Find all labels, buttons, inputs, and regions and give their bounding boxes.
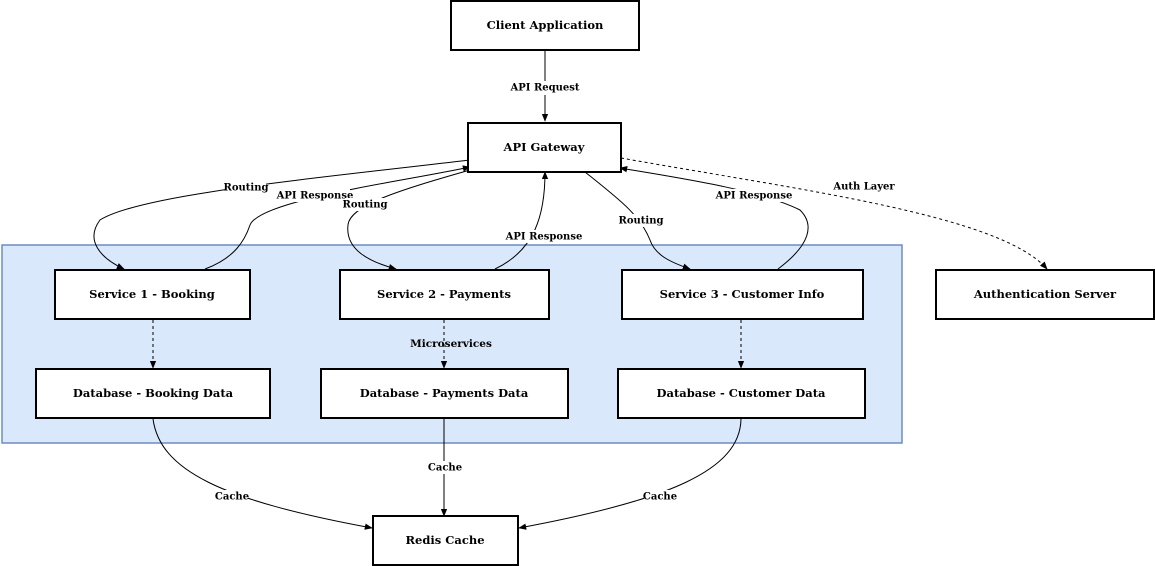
edge-label-response-1: API Response bbox=[276, 191, 354, 202]
edge-labels: API Request Routing API Response Routing… bbox=[215, 81, 895, 503]
node-database-payments-label: Database - Payments Data bbox=[360, 386, 529, 400]
node-redis-cache-label: Redis Cache bbox=[405, 533, 484, 547]
node-database-customer[interactable]: Database - Customer Data bbox=[617, 368, 866, 419]
microservices-cluster-label: Microservices bbox=[410, 338, 492, 350]
node-service-payments[interactable]: Service 2 - Payments bbox=[339, 269, 550, 320]
edge-service2-to-gateway bbox=[494, 171, 549, 270]
edge-label-cache-3: Cache bbox=[643, 492, 677, 503]
node-database-payments[interactable]: Database - Payments Data bbox=[320, 368, 569, 419]
edge-gateway-to-auth bbox=[620, 157, 1048, 270]
node-database-booking-label: Database - Booking Data bbox=[73, 386, 234, 400]
node-authentication-server[interactable]: Authentication Server bbox=[935, 269, 1155, 320]
nodes: Client Application API Gateway Service 1… bbox=[35, 0, 1155, 566]
edge-label-routing-1: Routing bbox=[224, 183, 269, 194]
node-database-booking[interactable]: Database - Booking Data bbox=[35, 368, 271, 419]
node-client-application[interactable]: Client Application bbox=[450, 0, 640, 51]
edge-label-routing-2: Routing bbox=[343, 200, 388, 211]
edge-gateway-to-service1 bbox=[93, 159, 471, 270]
edge-label-response-3: API Response bbox=[715, 191, 793, 202]
node-service-customer-info-label: Service 3 - Customer Info bbox=[660, 287, 825, 301]
edge-label-response-2: API Response bbox=[505, 232, 583, 243]
edge-db1-to-redis bbox=[152, 418, 373, 530]
node-redis-cache[interactable]: Redis Cache bbox=[372, 515, 519, 566]
edge-service1-to-gateway bbox=[204, 165, 471, 270]
node-service-booking[interactable]: Service 1 - Booking bbox=[54, 269, 251, 320]
node-client-application-label: Client Application bbox=[487, 18, 604, 32]
edge-db3-to-redis bbox=[518, 418, 742, 530]
node-service-customer-info[interactable]: Service 3 - Customer Info bbox=[621, 269, 864, 320]
edge-label-api-request: API Request bbox=[510, 83, 580, 94]
edge-label-routing-3: Routing bbox=[619, 216, 664, 227]
node-api-gateway-label: API Gateway bbox=[503, 140, 585, 154]
edge-service3-to-gateway bbox=[619, 166, 809, 270]
node-service-booking-label: Service 1 - Booking bbox=[89, 287, 215, 301]
edge-label-cache-1: Cache bbox=[215, 492, 249, 503]
edge-gateway-to-service2 bbox=[347, 169, 471, 271]
edge-label-cache-2: Cache bbox=[428, 463, 462, 474]
edges bbox=[93, 51, 1048, 530]
node-api-gateway[interactable]: API Gateway bbox=[467, 122, 622, 173]
edge-gateway-to-service3 bbox=[584, 171, 691, 270]
node-authentication-server-label: Authentication Server bbox=[973, 287, 1117, 301]
edge-label-auth-layer: Auth Layer bbox=[832, 182, 895, 193]
node-service-payments-label: Service 2 - Payments bbox=[377, 287, 511, 301]
node-database-customer-label: Database - Customer Data bbox=[657, 386, 827, 400]
